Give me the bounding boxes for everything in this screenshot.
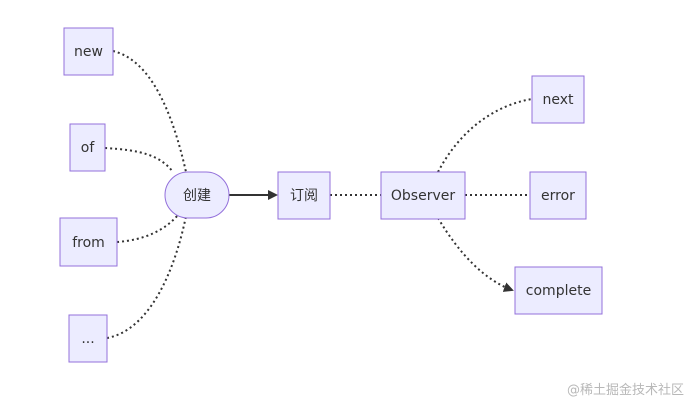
node-of-label: of	[81, 140, 96, 156]
node-observer: Observer	[380, 171, 466, 220]
node-new-label: new	[74, 44, 103, 60]
edge-new-to-create	[112, 50, 187, 173]
edge-from-to-create	[116, 214, 179, 243]
edge-observer-to-complete	[437, 217, 514, 292]
node-of: of	[69, 123, 106, 172]
watermark: @稀土掘金技术社区	[566, 383, 684, 398]
node-create-label: 创建	[183, 188, 211, 204]
edge-ellipsis-to-create	[106, 215, 187, 339]
node-create: 创建	[164, 171, 230, 219]
node-from-label: from	[72, 235, 105, 251]
node-error-label: error	[541, 188, 575, 204]
node-subscribe-label: 订阅	[290, 188, 318, 204]
node-next: next	[531, 75, 585, 124]
node-complete-label: complete	[526, 283, 591, 299]
node-new: new	[63, 27, 114, 76]
node-next-label: next	[542, 92, 574, 108]
node-observer-label: Observer	[391, 188, 455, 204]
edge-of-to-create	[104, 147, 174, 173]
node-complete: complete	[514, 266, 603, 315]
node-error: error	[529, 171, 587, 220]
node-ellipsis: ...	[68, 314, 108, 363]
node-subscribe: 订阅	[277, 171, 331, 220]
node-ellipsis-label: ...	[81, 331, 94, 347]
edge-observer-to-next	[437, 98, 533, 173]
node-from: from	[59, 217, 118, 267]
